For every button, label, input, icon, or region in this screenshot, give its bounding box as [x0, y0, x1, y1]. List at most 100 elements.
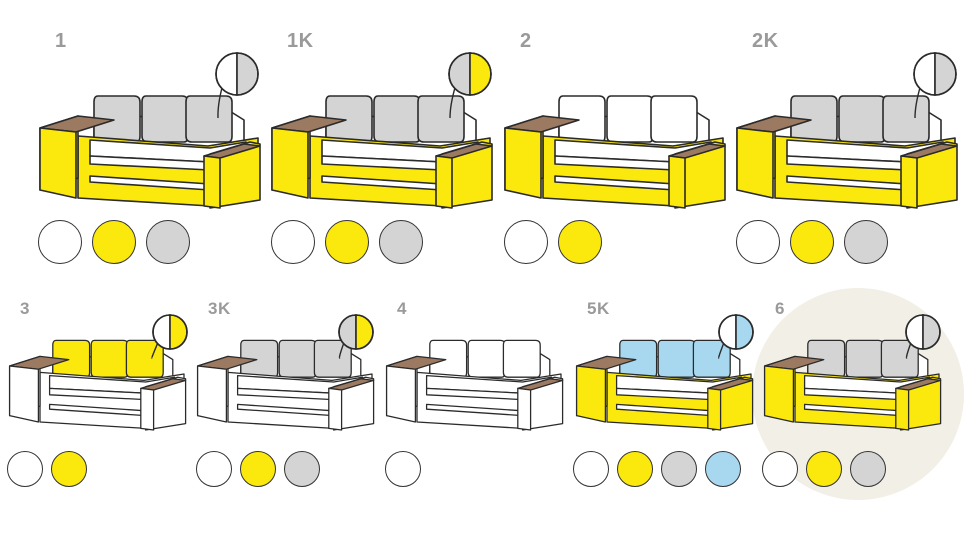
variant-label: 3	[20, 299, 30, 318]
swatch-yellow	[325, 220, 369, 264]
armrest-right-front	[707, 387, 722, 431]
leader-line	[718, 341, 725, 359]
color-swatches	[38, 220, 190, 264]
fabric-icon-outline	[718, 314, 754, 350]
variant-label: 1	[55, 30, 67, 52]
fabric-icon-outline	[448, 52, 492, 96]
swatch-white	[38, 220, 82, 264]
color-swatches	[196, 451, 320, 487]
variant-label: 2K	[752, 30, 779, 52]
sofa-group	[385, 339, 564, 431]
armrest-left-side	[575, 365, 607, 423]
armrest-right-front	[900, 155, 918, 209]
swatch-grey	[146, 220, 190, 264]
armrest-right-front	[328, 387, 343, 431]
leader-line	[151, 341, 159, 359]
color-swatches	[573, 451, 741, 487]
fabric-icon-outline	[913, 52, 957, 96]
armrest-right-front	[203, 155, 221, 209]
sofa	[575, 339, 754, 431]
color-swatches	[504, 220, 602, 264]
armrest-left-side	[271, 127, 309, 199]
swatch-white	[736, 220, 780, 264]
sofa-group	[8, 339, 187, 431]
color-swatches	[762, 451, 886, 487]
sofa-group	[271, 95, 493, 209]
armrest-right-front	[140, 387, 155, 431]
swatch-grey	[850, 451, 886, 487]
swatch-white	[196, 451, 232, 487]
variant-label: 2	[520, 30, 532, 52]
variant-label: 3K	[208, 299, 231, 318]
armrest-left-side	[385, 365, 417, 423]
swatch-grey	[661, 451, 697, 487]
sofa	[8, 339, 187, 431]
leader-line	[449, 86, 456, 119]
swatch-grey	[379, 220, 423, 264]
leader-line	[905, 341, 912, 359]
swatch-white	[504, 220, 548, 264]
armrest-right-front	[895, 387, 910, 431]
sofa	[39, 95, 261, 209]
fabric-icon-outline	[905, 314, 941, 350]
fabric-icon-right	[922, 314, 941, 350]
sofa-group	[39, 95, 261, 209]
armrest-right-front	[517, 387, 532, 431]
armrest-right-front	[435, 155, 453, 209]
leader-line	[338, 341, 345, 359]
fabric-icon-outline	[338, 314, 374, 350]
fabric-icon-outline	[215, 52, 259, 96]
sofa	[385, 339, 564, 431]
color-swatches	[271, 220, 423, 264]
armrest-right-front	[668, 155, 686, 209]
variant-label: 1K	[287, 30, 314, 52]
swatch-yellow	[617, 451, 653, 487]
swatch-white	[7, 451, 43, 487]
swatch-white	[385, 451, 421, 487]
swatch-white	[271, 220, 315, 264]
sofa-group	[196, 339, 375, 431]
cushion	[845, 339, 884, 378]
variant-label: 4	[397, 299, 407, 318]
sofa	[271, 95, 493, 209]
sofa	[196, 339, 375, 431]
armrest-left-side	[8, 365, 40, 423]
swatch-grey	[844, 220, 888, 264]
swatch-yellow	[806, 451, 842, 487]
sofa-group	[736, 95, 958, 209]
swatch-white	[573, 451, 609, 487]
swatch-grey	[284, 451, 320, 487]
armrest-left-side	[504, 127, 542, 199]
fabric-icon-outline	[152, 314, 188, 350]
leader-line	[217, 86, 223, 119]
swatch-blue	[705, 451, 741, 487]
sofa-group	[763, 339, 942, 431]
armrest-left-side	[763, 365, 795, 423]
swatch-yellow	[790, 220, 834, 264]
sofa-group	[504, 95, 726, 209]
color-swatches	[736, 220, 888, 264]
swatch-yellow	[240, 451, 276, 487]
armrest-left-side	[196, 365, 228, 423]
armrest-left-side	[39, 127, 77, 199]
swatch-white	[762, 451, 798, 487]
swatch-yellow	[92, 220, 136, 264]
variant-label: 6	[775, 299, 785, 318]
swatch-yellow	[558, 220, 602, 264]
color-swatches	[7, 451, 87, 487]
